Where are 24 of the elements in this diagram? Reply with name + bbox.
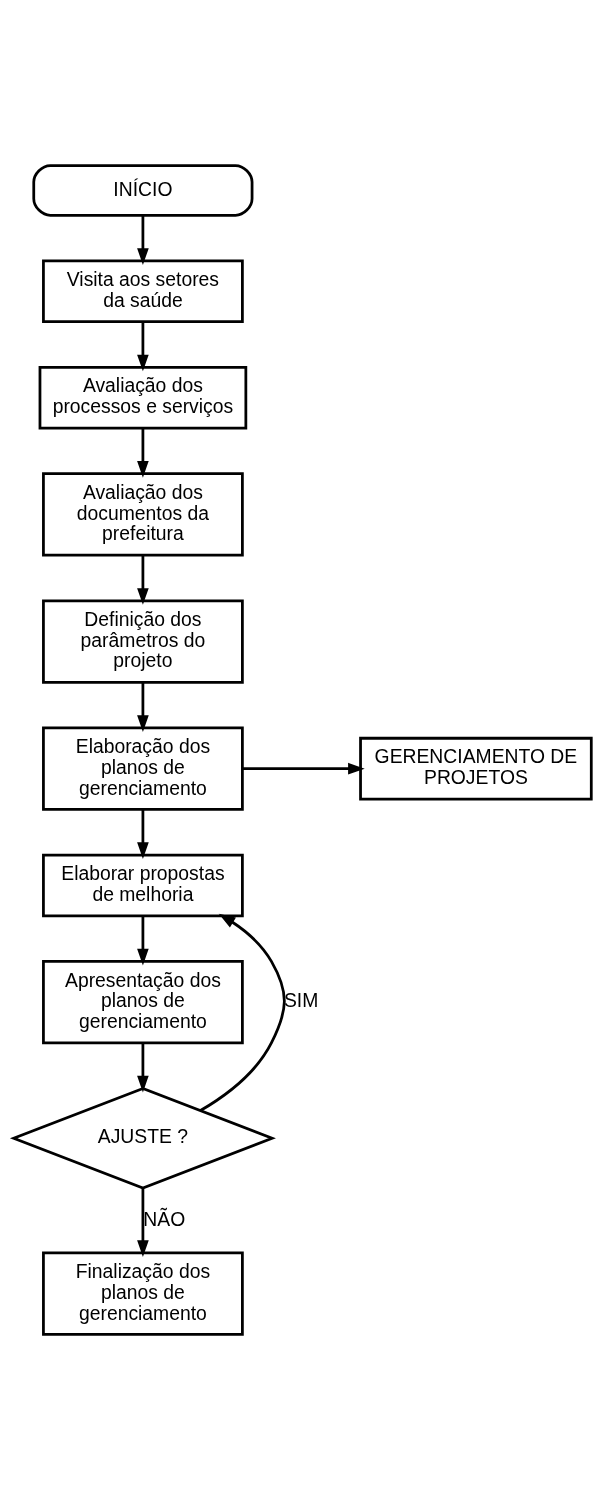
node-box: Visita aos setores da saúde xyxy=(42,259,244,323)
arrow xyxy=(199,913,286,1112)
node-box: Definição dos parâmetros do projeto xyxy=(42,598,244,684)
arrow xyxy=(137,427,149,478)
arrow xyxy=(137,321,149,371)
node-box: INÍCIO xyxy=(32,163,254,217)
node-box: Elaborar propostas de melhoria xyxy=(42,853,244,917)
node-box: Finalização dos planos de gerenciamento xyxy=(42,1251,244,1336)
arrow xyxy=(242,762,365,774)
arrow xyxy=(137,915,149,965)
arrow xyxy=(137,809,149,859)
arrow xyxy=(137,682,149,732)
node-box: Avaliação dos processos e serviços xyxy=(38,365,248,429)
node-box: Avaliação dos documentos da prefeitura xyxy=(42,471,244,557)
arrow xyxy=(137,1042,149,1092)
node-box: Elaboração dos planos de gerenciamento xyxy=(42,726,244,811)
arrow xyxy=(137,215,149,265)
arrow xyxy=(137,555,149,605)
arrow xyxy=(137,1187,149,1257)
node-box: GERENCIAMENTO DE PROJETOS xyxy=(359,736,593,800)
node-diamond: AJUSTE ? xyxy=(9,1086,276,1189)
edge-label: NÃO xyxy=(143,1207,186,1230)
node-box: Apresentação dos planos de gerenciamento xyxy=(42,959,244,1044)
edge-label: SIM xyxy=(283,988,319,1011)
